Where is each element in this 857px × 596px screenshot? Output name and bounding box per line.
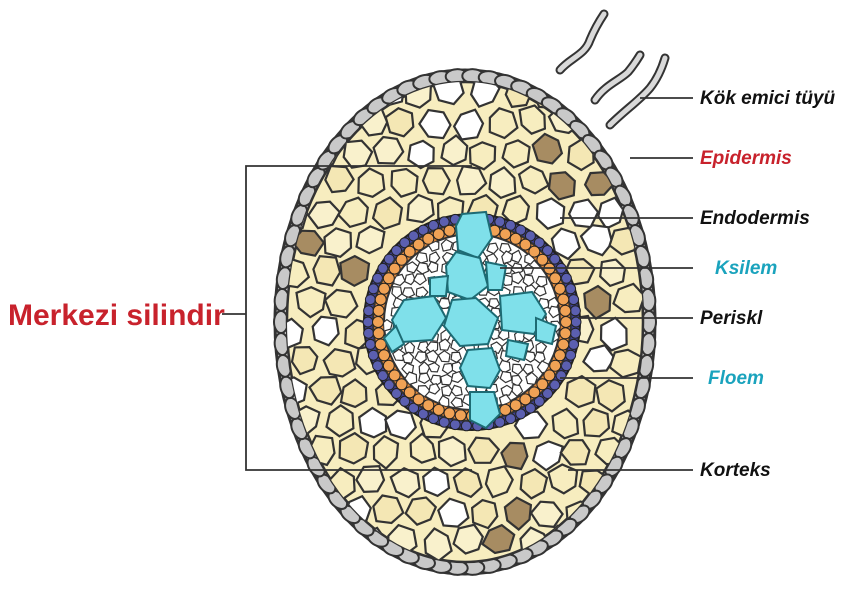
cortex-cell [279, 497, 304, 525]
endodermis-cell [560, 328, 571, 339]
endodermis-cell [379, 350, 390, 361]
cortex-cell [329, 532, 354, 560]
endodermis-cell [561, 317, 572, 328]
endodermis-cell [373, 328, 384, 339]
endodermis-cell [444, 408, 455, 419]
cortex-cell [340, 256, 369, 286]
cortex-cell [567, 77, 594, 105]
endodermis-cell [554, 283, 565, 294]
pericycle-cell [364, 328, 374, 338]
pericycle-cell [570, 328, 580, 338]
pericycle-label: Periskl [700, 308, 763, 329]
cortex-label: Korteks [700, 460, 771, 481]
endodermis-cell [375, 294, 386, 305]
endodermis-cell [373, 305, 384, 316]
endodermis-cell [379, 283, 390, 294]
pericycle-cell [364, 306, 374, 316]
endodermis-cell [373, 317, 384, 328]
pericycle-cell [363, 317, 373, 327]
epidermis-label: Epidermis [700, 148, 792, 169]
cortex-cell [277, 140, 302, 169]
cortex-cell [313, 79, 340, 106]
cortex-cell [295, 526, 325, 551]
endodermis-cell [433, 404, 444, 415]
endodermis-cell [560, 305, 571, 316]
pericycle-cell [461, 421, 471, 431]
endodermis-cell [500, 404, 511, 415]
phloem-label: Floem [708, 368, 764, 389]
root-hair-label: Kök emici tüyü [700, 88, 836, 109]
root-hair-group [560, 14, 665, 125]
cortex-cell [308, 500, 334, 526]
cortex-cell [294, 107, 319, 133]
cortex-cell [280, 76, 304, 106]
endodermis-cell [558, 339, 569, 350]
cortex-cell [313, 256, 340, 285]
endodermis-label: Endodermis [700, 208, 810, 229]
endodermis-cell [455, 410, 466, 421]
cortex-cell [598, 500, 627, 527]
cortex-cell [585, 525, 612, 553]
xylem-label: Ksilem [715, 258, 777, 279]
endodermis-cell [558, 294, 569, 305]
central-cylinder-label: Merkezi silindir [8, 299, 225, 332]
endodermis-cell [444, 225, 455, 236]
endodermis-cell [554, 350, 565, 361]
endodermis-cell [500, 229, 511, 240]
endodermis-cell [433, 229, 444, 240]
cortex-cell [615, 526, 642, 553]
cortex-cell [423, 168, 450, 194]
pericycle-cell [570, 306, 580, 316]
